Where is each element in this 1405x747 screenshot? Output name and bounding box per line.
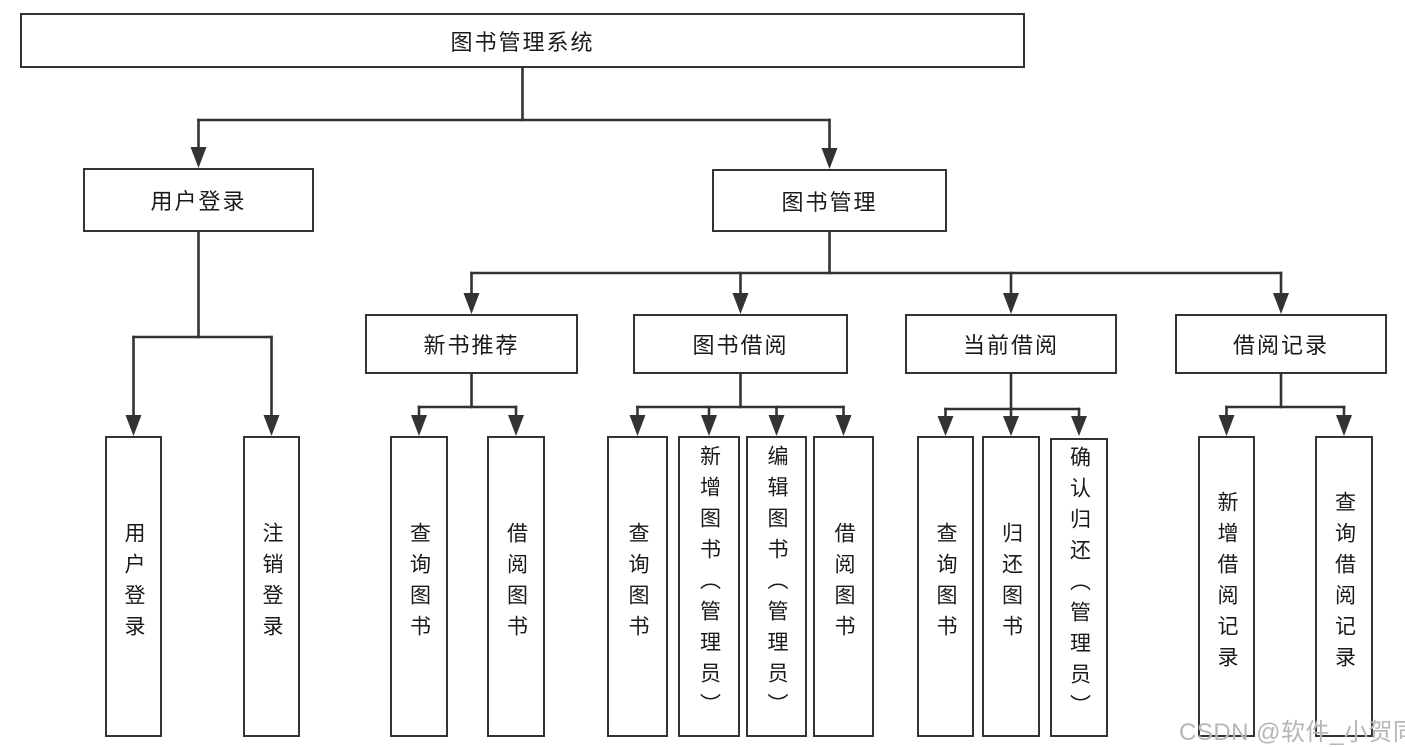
leaf-query-book-2: 查询图书 — [607, 436, 668, 737]
leaf-query-book-3: 查询图书 — [917, 436, 974, 737]
node-book-management-label: 图书管理 — [781, 189, 878, 215]
leaf-confirm-return-admin: 确认归还（管理员） — [1050, 438, 1108, 737]
leaf-query-borrow-record: 查询借阅记录 — [1315, 436, 1373, 737]
node-root: 图书管理系统 — [20, 13, 1025, 68]
node-book-borrow-label: 图书借阅 — [692, 333, 789, 358]
leaf-user-login: 用户登录 — [105, 436, 162, 737]
node-user-login-label: 用户登录 — [150, 189, 247, 214]
node-current-borrow: 当前借阅 — [905, 314, 1117, 374]
leaf-logout: 注销登录 — [243, 436, 300, 737]
csdn-watermark: CSDN @软件_小贺同学 — [1179, 719, 1405, 746]
node-book-management: 图书管理 — [712, 169, 947, 232]
node-root-label: 图书管理系统 — [450, 29, 595, 55]
node-new-book-recommend: 新书推荐 — [365, 314, 578, 374]
node-user-login: 用户登录 — [83, 168, 314, 232]
node-borrow-records-label: 借阅记录 — [1232, 333, 1329, 358]
node-borrow-records: 借阅记录 — [1175, 314, 1387, 374]
leaf-return-book: 归还图书 — [982, 436, 1040, 737]
leaf-query-book-1: 查询图书 — [390, 436, 448, 737]
leaf-add-book-admin: 新增图书（管理员） — [678, 436, 740, 737]
node-new-book-recommend-label: 新书推荐 — [423, 333, 520, 358]
leaf-borrow-book-1: 借阅图书 — [487, 436, 545, 737]
node-book-borrow: 图书借阅 — [633, 314, 848, 374]
node-current-borrow-label: 当前借阅 — [962, 333, 1059, 358]
leaf-add-borrow-record: 新增借阅记录 — [1198, 436, 1255, 737]
leaf-borrow-book-2: 借阅图书 — [813, 436, 874, 737]
leaf-edit-book-admin: 编辑图书（管理员） — [746, 436, 807, 737]
